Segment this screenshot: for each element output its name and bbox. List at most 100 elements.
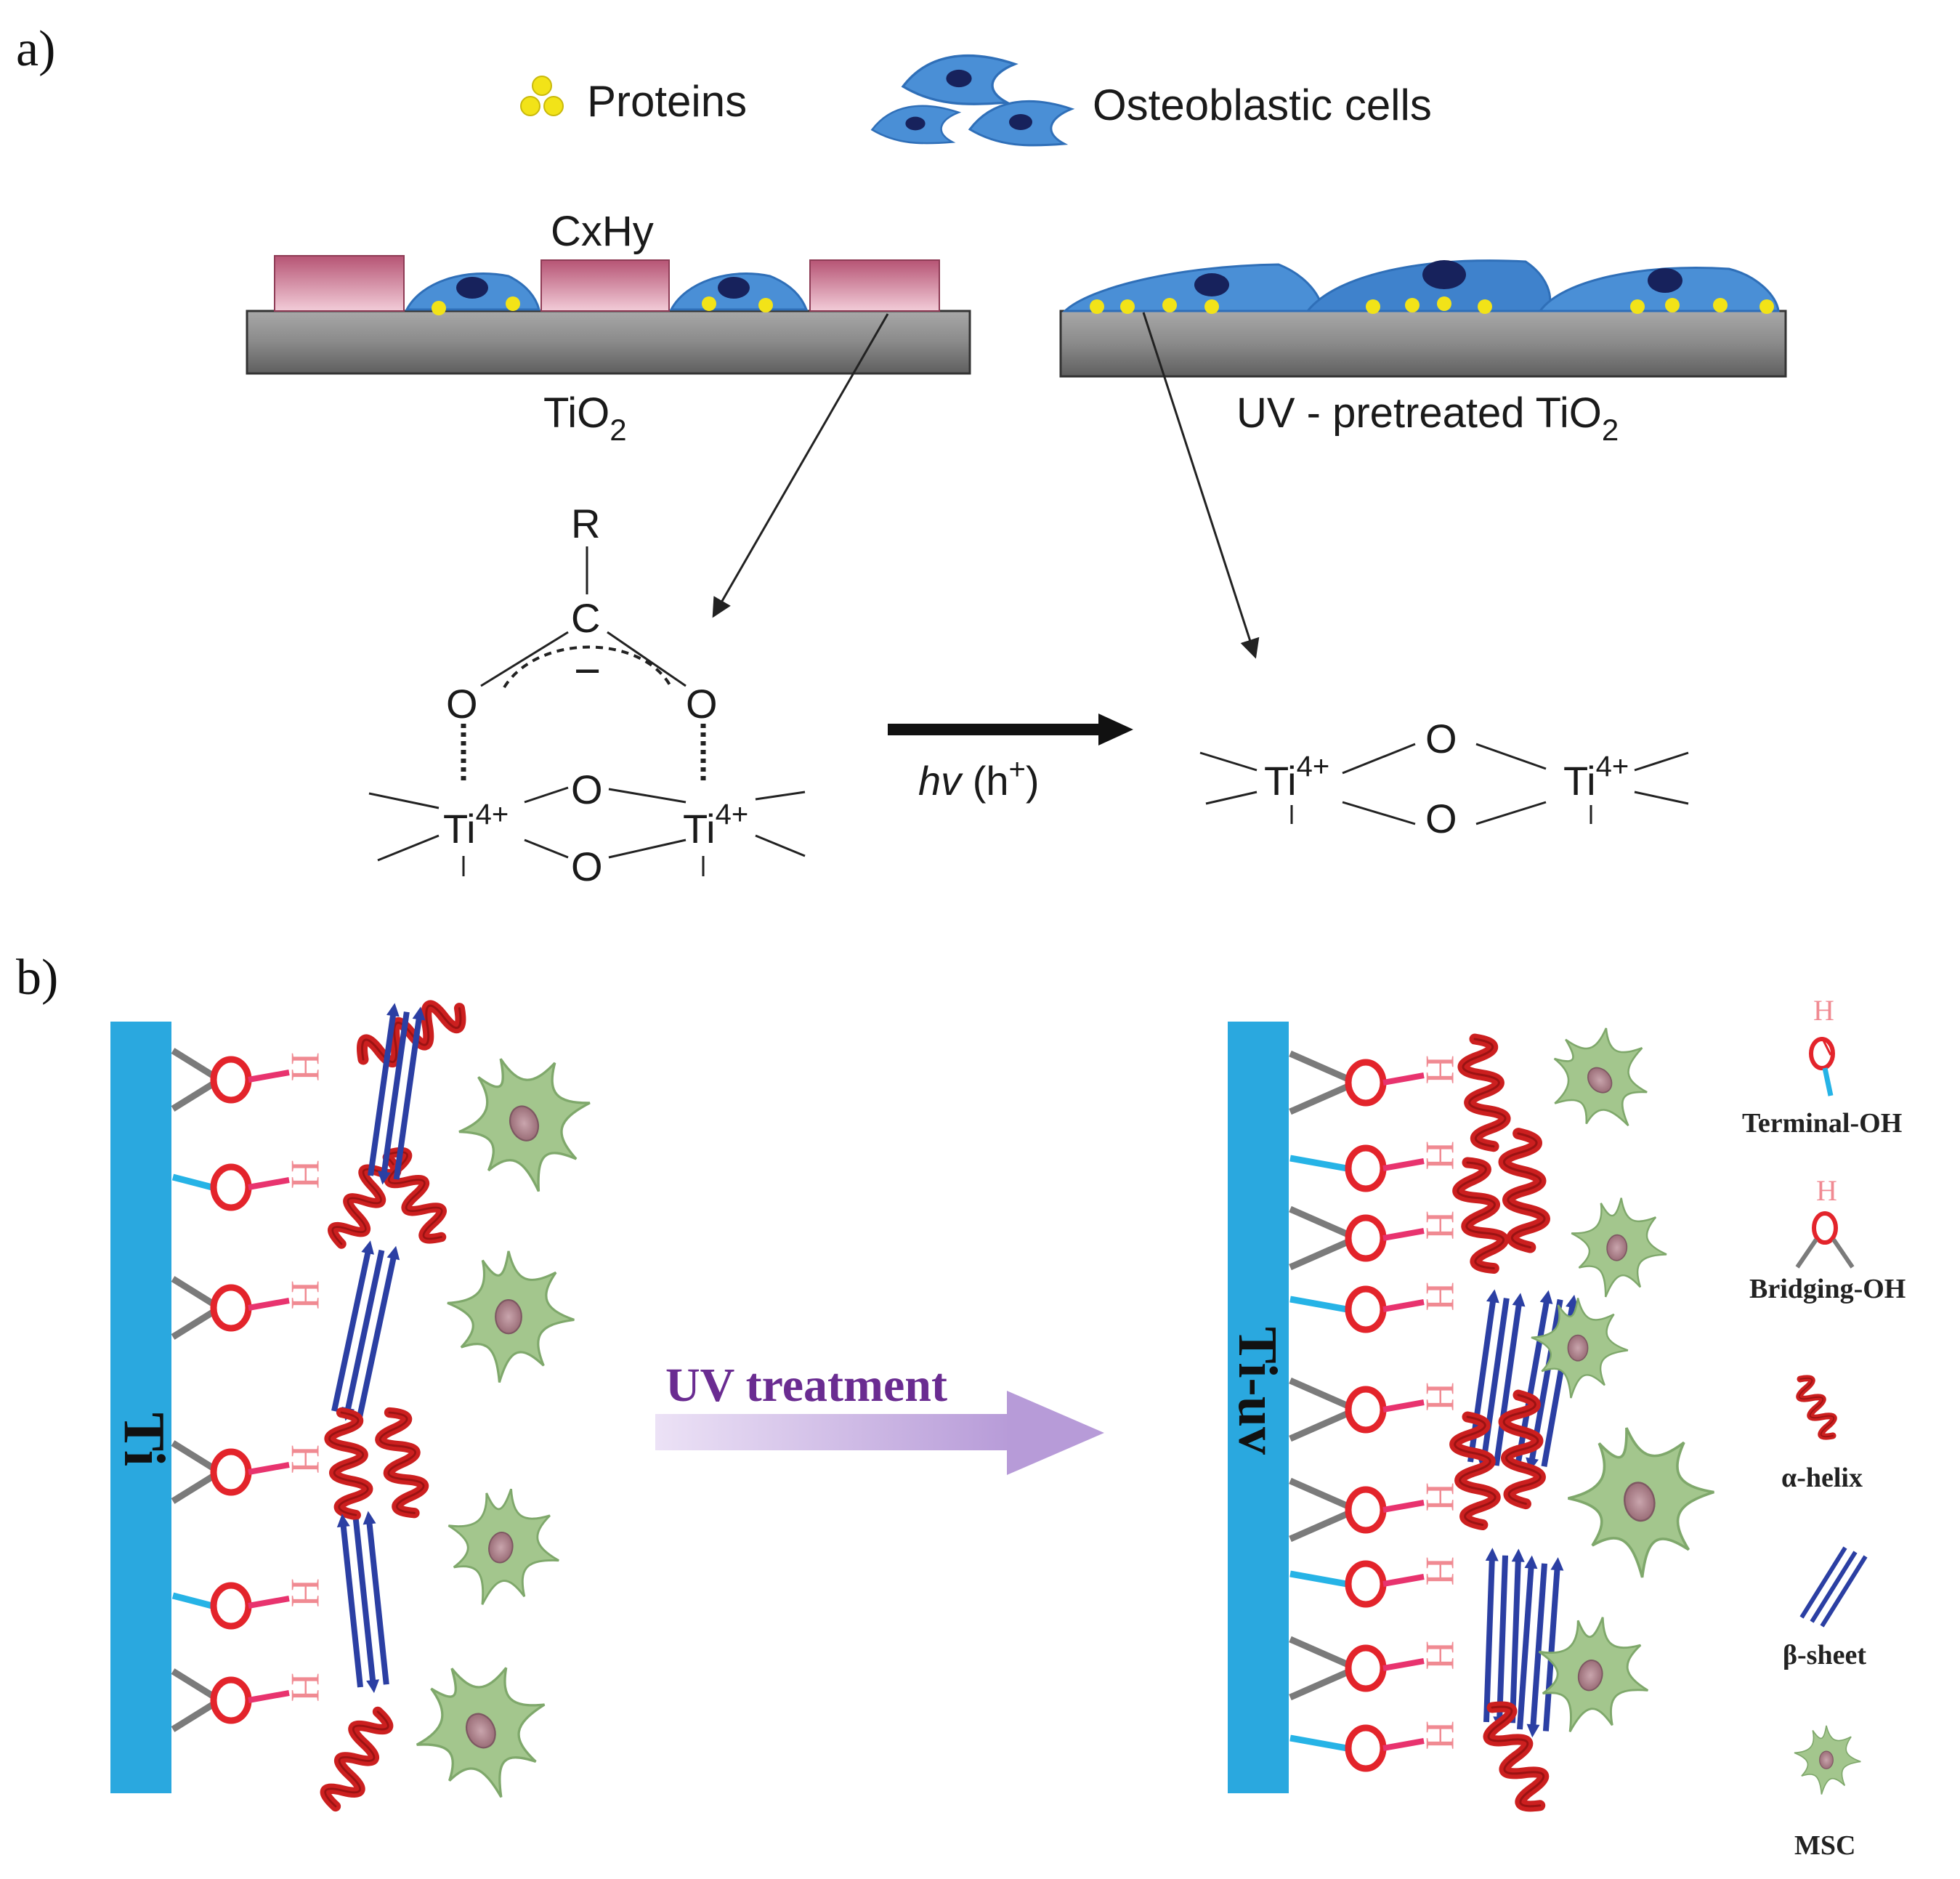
oxygen-atom xyxy=(1345,1214,1387,1262)
legend-terminal-oh-icon xyxy=(1809,1037,1835,1096)
oxygen-atom xyxy=(210,1284,252,1332)
ti-uv-substrate-label: Ti-uv xyxy=(1227,1327,1288,1455)
left-protein-layer xyxy=(321,994,467,1813)
oxygen-atom xyxy=(1345,1486,1387,1534)
alpha-helix xyxy=(326,1410,371,1517)
legend-beta-sheet-label: β-sheet xyxy=(1783,1640,1866,1670)
oxygen-atom xyxy=(210,1582,252,1630)
legend-osteoblastic-cells-label: Osteoblastic cells xyxy=(1093,81,1432,129)
oxygen-atom xyxy=(1345,1386,1387,1434)
hydrocarbon-patch xyxy=(540,259,670,312)
hydrogen-atom: H xyxy=(283,1673,328,1702)
bridging-hydroxyl: HOH xyxy=(1289,1050,1462,1115)
hydrocarbon-patch xyxy=(274,255,405,312)
legend-proteins-label: Proteins xyxy=(587,77,747,126)
beta-sheet xyxy=(336,1511,394,1695)
carboxylate-structure xyxy=(368,546,806,876)
chem-o-right: O xyxy=(686,681,718,727)
hydrogen-atom: H xyxy=(283,1160,328,1189)
oxygen-atom xyxy=(1345,1059,1387,1107)
hydrogen-atom: H xyxy=(283,1052,328,1081)
chem-o-bridge-top: O xyxy=(571,767,603,812)
chem-r: R xyxy=(571,501,600,546)
terminal-hydroxyl: HOH xyxy=(171,1160,328,1211)
legend-alpha-helix-icon xyxy=(1791,1374,1841,1440)
alpha-helix xyxy=(328,1150,400,1250)
hydrogen-atom: H xyxy=(1417,1641,1462,1670)
osteoblastic-cell xyxy=(1062,263,1324,312)
chem-c: C xyxy=(571,595,600,641)
ti-uv-substrate xyxy=(1228,1022,1289,1793)
legend-msc-icon xyxy=(1794,1725,1862,1795)
panel-b-label: b) xyxy=(16,950,58,1006)
legend-alpha-helix-label: α-helix xyxy=(1781,1463,1863,1493)
oxygen-atom xyxy=(1345,1644,1387,1692)
terminal-hydroxyl: HOH xyxy=(1289,1282,1462,1333)
bridging-hydroxyl: HOH xyxy=(171,1048,328,1112)
chem-minus: − xyxy=(574,644,601,697)
uv-treatment-arrow xyxy=(655,1391,1104,1475)
osteoblastic-cell xyxy=(1305,259,1552,312)
legend-bridging-oh-h: H xyxy=(1816,1174,1837,1207)
hydrogen-atom: H xyxy=(283,1280,328,1309)
legend-msc-label: MSC xyxy=(1794,1830,1855,1861)
protein-legend-icon xyxy=(520,76,564,116)
uv-pretreated-tio2-surface xyxy=(1059,259,1787,378)
terminal-hydroxyl: HOH xyxy=(171,1578,328,1630)
hydrogen-atom: H xyxy=(1417,1055,1462,1084)
bridging-hydroxyl: HOH xyxy=(1289,1477,1462,1543)
oxygen-atom xyxy=(1345,1144,1387,1192)
reaction-arrow xyxy=(888,714,1133,745)
terminal-hydroxyl: HOH xyxy=(1289,1721,1462,1772)
terminal-hydroxyl: HOH xyxy=(1289,1141,1462,1192)
hydrogen-atom: H xyxy=(1417,1141,1462,1170)
alpha-helix xyxy=(1502,1394,1542,1505)
oxygen-atom xyxy=(210,1163,252,1211)
legend-beta-sheet-icon xyxy=(1799,1546,1868,1628)
bridging-hydroxyl: HOH xyxy=(171,1276,328,1340)
alpha-helix xyxy=(1459,1036,1510,1149)
legend-terminal-oh-label: Terminal-OH xyxy=(1742,1108,1902,1139)
right-hydroxyl-groups: HOHHOHHOHHOHHOHHOHHOHHOHHOH xyxy=(1289,1050,1462,1772)
bridging-hydroxyl: HOH xyxy=(1289,1377,1462,1442)
tio2-label: TiO2 xyxy=(543,389,627,447)
bridging-hydroxyl: HOH xyxy=(1289,1205,1462,1271)
hydrogen-atom: H xyxy=(1417,1721,1462,1750)
hydrocarbon-patch xyxy=(809,259,940,312)
chem-ti-right: Ti4+ xyxy=(683,799,748,852)
oxygen-atom xyxy=(210,1676,252,1724)
hydrogen-atom: H xyxy=(1417,1482,1462,1511)
hydrocarbon-label: CxHy xyxy=(551,208,654,255)
hydrogen-atom: H xyxy=(283,1578,328,1607)
uv-pretreated-tio2-label: UV - pretreated TiO2 xyxy=(1236,389,1619,447)
alpha-helix xyxy=(321,1705,392,1813)
terminal-hydroxyl: HOH xyxy=(1289,1556,1462,1608)
hydrogen-atom: H xyxy=(1417,1556,1462,1585)
chem-ti-left-clean: Ti4+ xyxy=(1264,751,1329,804)
hydrogen-atom: H xyxy=(283,1444,328,1474)
left-hydroxyl-groups: HOHHOHHOHHOHHOHHOH xyxy=(171,1048,328,1732)
ti-substrate-label: Ti xyxy=(112,1413,176,1466)
osteoblastic-cells-legend-icon xyxy=(871,54,1073,147)
alpha-helix xyxy=(374,1409,429,1517)
tio2-surface xyxy=(246,255,971,375)
zoom-arrow-left xyxy=(712,313,889,618)
hydrogen-atom: H xyxy=(1417,1211,1462,1240)
hydrogen-atom: H xyxy=(1417,1382,1462,1411)
panel-a-label: a) xyxy=(16,21,55,77)
chem-ti-right-clean: Ti4+ xyxy=(1563,751,1629,804)
hydrogen-atom: H xyxy=(1417,1282,1462,1311)
oxygen-atom xyxy=(1345,1724,1387,1772)
left-msc-cells xyxy=(392,1034,614,1822)
oxygen-atom xyxy=(1345,1560,1387,1608)
ti-substrate xyxy=(110,1022,171,1793)
chem-ti-left: Ti4+ xyxy=(443,799,509,852)
oxygen-atom xyxy=(1345,1285,1387,1333)
chem-o-bottom: O xyxy=(1425,796,1457,841)
chem-o-top: O xyxy=(1425,716,1457,761)
beta-sheet xyxy=(1512,1555,1564,1739)
clean-tio2-structure xyxy=(1199,743,1689,825)
bridging-hydroxyl: HOH xyxy=(171,1440,328,1504)
legend-bridging-oh-icon xyxy=(1795,1211,1855,1269)
